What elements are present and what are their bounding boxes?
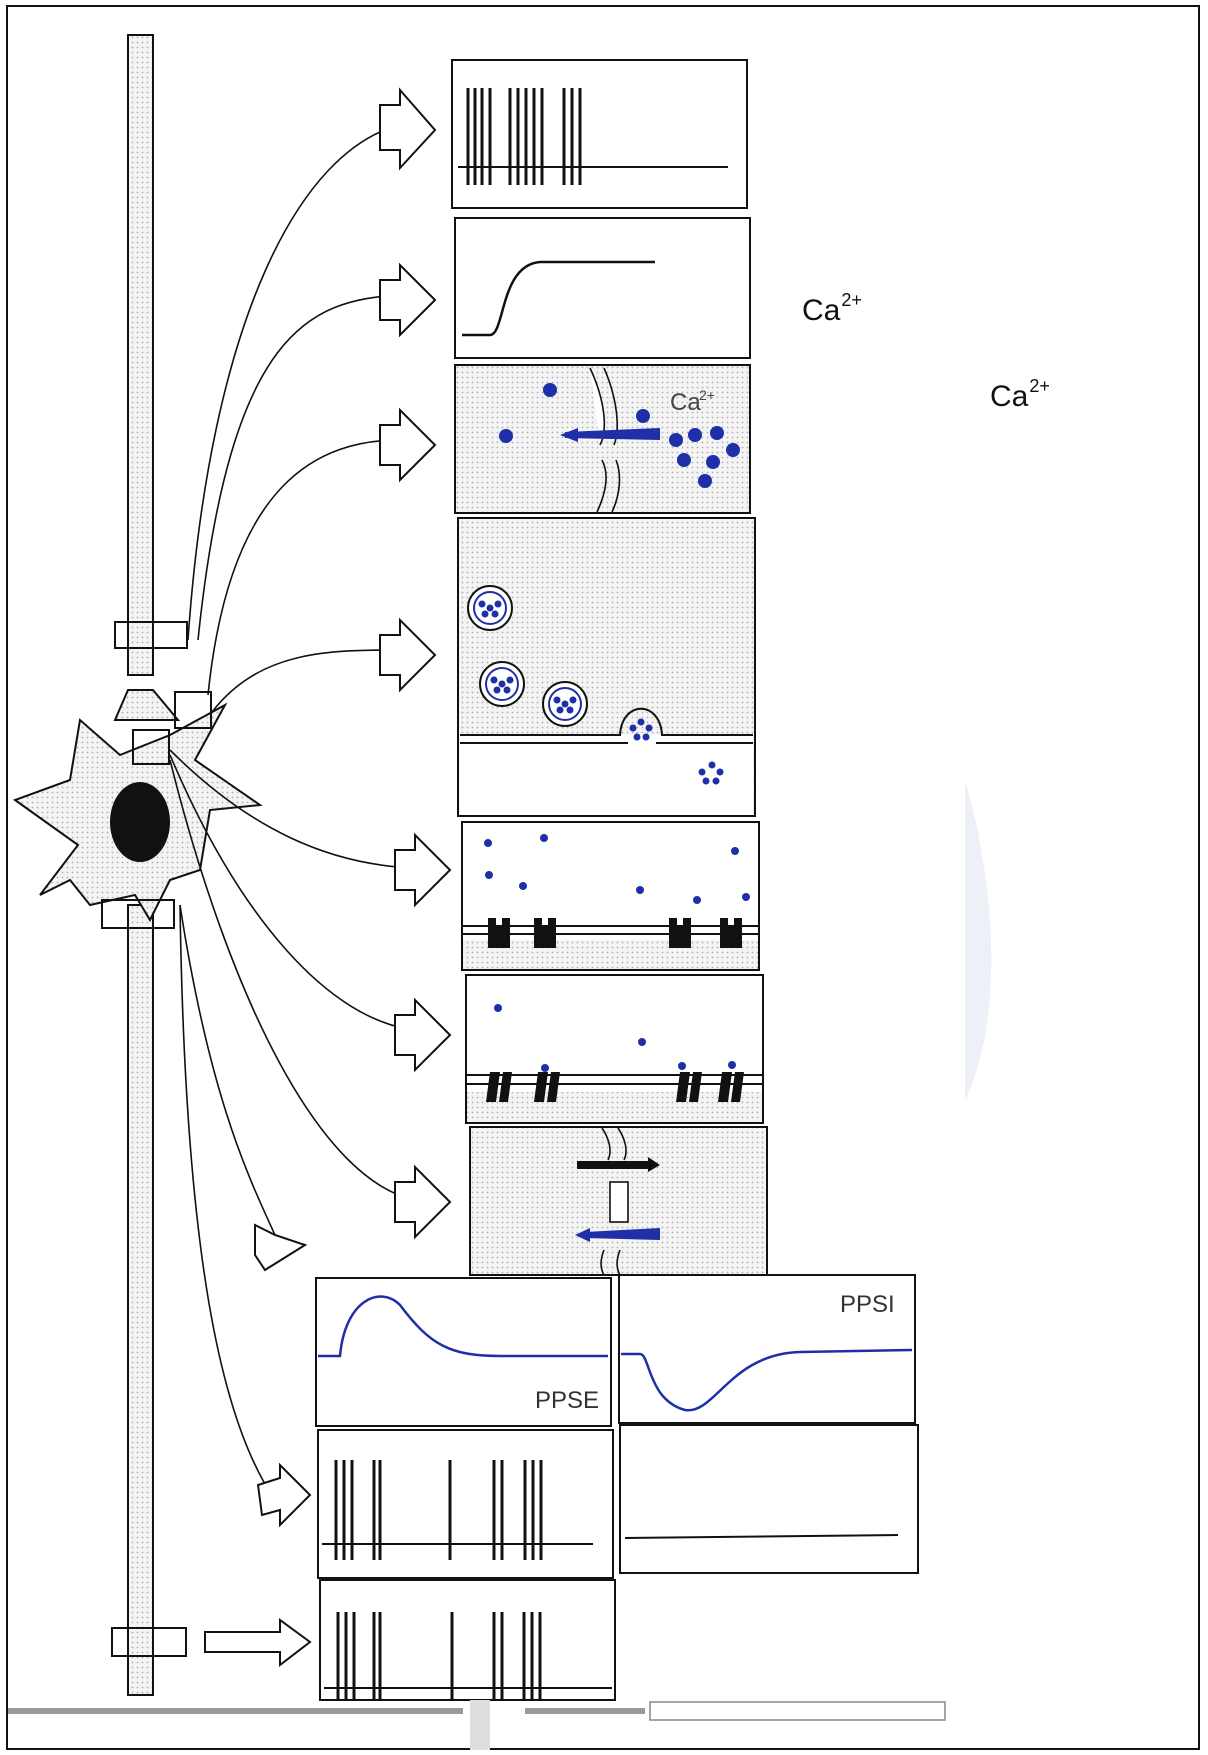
ca-label-1: Ca2+	[802, 290, 862, 327]
vesicle	[479, 661, 525, 707]
panel-postsynaptic-spikes	[317, 1429, 614, 1579]
recording-site-1	[114, 621, 188, 649]
fusing-vesicle	[629, 718, 653, 741]
recording-site-4	[101, 899, 175, 929]
panel-calcium-channel: Ca 2+	[454, 364, 751, 514]
ppsi-label: PPSI	[840, 1291, 895, 1318]
figure-frame	[6, 5, 1200, 1750]
panel-spike-train	[451, 59, 748, 209]
ca-panel-label: Ca	[670, 389, 701, 416]
panel-ppse: PPSE	[315, 1277, 612, 1427]
nucleus	[110, 782, 170, 862]
panel-ion-flow	[469, 1126, 768, 1276]
ca-label-2: Ca2+	[990, 376, 1050, 413]
ppse-label: PPSE	[535, 1387, 599, 1414]
recording-site-2	[174, 691, 212, 729]
scan-artifact	[8, 1700, 946, 1750]
connector-lines	[169, 124, 416, 1501]
panel-vesicle-release	[457, 517, 756, 817]
vesicle	[542, 681, 588, 727]
vesicle	[467, 585, 513, 631]
axon-bottom	[127, 904, 154, 1696]
recording-site-5	[111, 1627, 187, 1657]
ca-panel-sup: 2+	[699, 387, 715, 403]
recording-site-3	[132, 729, 170, 765]
panel-ppsi: PPSI	[618, 1274, 916, 1424]
hollow-arrow-icon	[204, 87, 452, 1668]
axon-hillock	[113, 689, 181, 721]
panel-flat-trace	[619, 1424, 919, 1574]
panel-receptor-binding	[461, 821, 760, 971]
panel-axon-spikes	[319, 1579, 616, 1701]
paper-edge-shadow	[965, 780, 992, 1100]
axon-top	[127, 34, 154, 676]
panel-depolarization	[454, 217, 751, 359]
panel-channel-opening	[465, 974, 764, 1124]
released-transmitter	[698, 761, 724, 785]
